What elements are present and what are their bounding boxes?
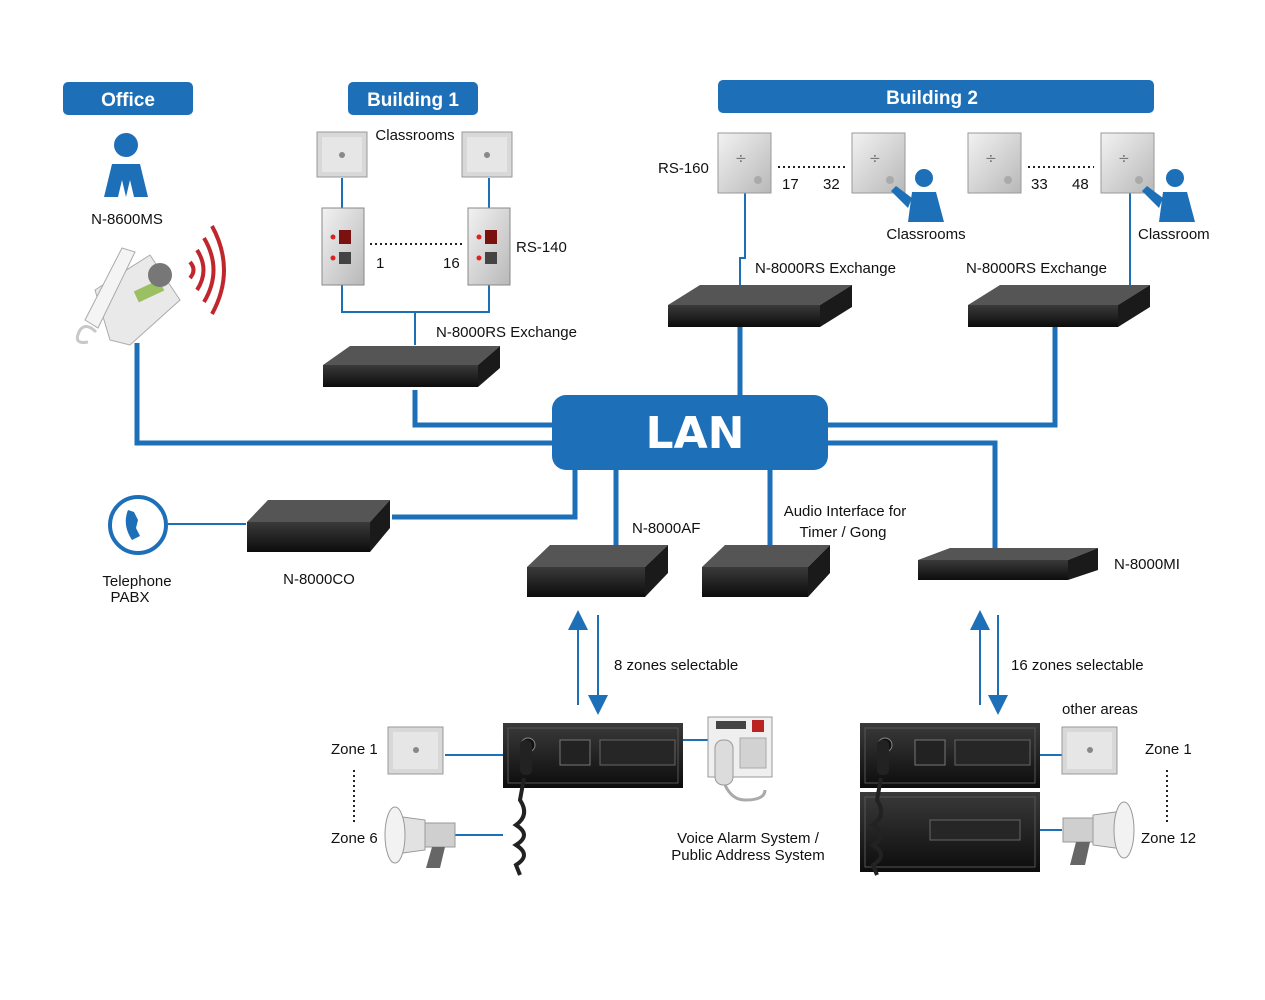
svg-text:÷: ÷ bbox=[735, 151, 747, 167]
vas-label-line2: Public Address System bbox=[671, 847, 824, 864]
svg-text:÷: ÷ bbox=[1118, 151, 1130, 167]
range-a-start: 17 bbox=[782, 176, 799, 193]
building2-header: Building 2 bbox=[718, 80, 1154, 113]
rs140-start: 1 bbox=[376, 255, 384, 272]
audio-interface-label-line2: Timer / Gong bbox=[800, 524, 887, 541]
master-station-icon bbox=[75, 247, 181, 346]
wiring bbox=[134, 178, 1131, 836]
audio-interface-icon bbox=[702, 545, 830, 597]
wireless-signal-icon bbox=[188, 225, 226, 315]
rs140-end: 16 bbox=[443, 255, 460, 272]
vas-label-line1: Voice Alarm System / bbox=[677, 830, 820, 847]
zones8-label: 8 zones selectable bbox=[614, 657, 738, 674]
speaker-icon bbox=[461, 131, 513, 178]
classrooms-b2a-label: Classrooms bbox=[886, 226, 965, 243]
n8000af-label: N-8000AF bbox=[632, 520, 700, 537]
n8000rs-exchange-b2a-icon bbox=[668, 285, 852, 327]
classrooms-b1-label: Classrooms bbox=[375, 127, 454, 144]
audio-interface-label-line1: Audio Interface for bbox=[784, 503, 907, 520]
bidirectional-arrow-icon bbox=[568, 610, 608, 715]
zone1-left-label: Zone 1 bbox=[331, 741, 378, 758]
speaker-icon bbox=[316, 131, 368, 178]
telephone-label-line1: Telephone bbox=[102, 573, 171, 590]
svg-text:÷: ÷ bbox=[985, 151, 997, 167]
building1-header-text: Building 1 bbox=[367, 90, 459, 111]
n8000af-icon bbox=[527, 545, 668, 597]
exchange-b2b-label: N-8000RS Exchange bbox=[966, 260, 1107, 277]
person-pointing-icon bbox=[1142, 169, 1195, 222]
emergency-microphone-icon bbox=[707, 716, 773, 802]
n8600ms-label: N-8600MS bbox=[91, 211, 163, 228]
speaker-icon bbox=[1061, 726, 1118, 775]
other-areas-label: other areas bbox=[1062, 701, 1138, 718]
classrooms-b2b-label: Classroom bbox=[1138, 226, 1210, 243]
rs160-label: RS-160 bbox=[658, 160, 709, 177]
bidirectional-arrow-icon bbox=[970, 610, 1008, 715]
person-pointing-icon bbox=[891, 169, 944, 222]
horn-speaker-icon bbox=[384, 806, 456, 868]
n8000mi-icon bbox=[918, 548, 1098, 580]
rs160-panel-icon: ÷ bbox=[851, 132, 906, 194]
zone6-left-label: Zone 6 bbox=[331, 830, 378, 847]
horn-speaker-icon bbox=[1062, 801, 1135, 865]
range-b-start: 33 bbox=[1031, 176, 1048, 193]
rs160-panel-icon: ÷ bbox=[967, 132, 1022, 194]
office-header-text: Office bbox=[101, 90, 155, 111]
exchange-b1-label: N-8000RS Exchange bbox=[436, 324, 577, 341]
zone12-right-label: Zone 12 bbox=[1141, 830, 1196, 847]
range-a-end: 32 bbox=[823, 176, 840, 193]
amplifier-icon bbox=[860, 723, 1040, 788]
microphone-icon bbox=[512, 740, 532, 876]
lan-hub: LAN bbox=[552, 395, 828, 470]
rs140-panel-icon bbox=[467, 207, 511, 286]
rs160-panel-icon: ÷ bbox=[717, 132, 772, 194]
n8000rs-exchange-b2b-icon bbox=[968, 285, 1150, 327]
telephone-label-line2: PABX bbox=[111, 589, 150, 606]
person-icon bbox=[104, 133, 148, 197]
range-b-end: 48 bbox=[1072, 176, 1089, 193]
zone1-right-label: Zone 1 bbox=[1145, 741, 1192, 758]
speaker-icon bbox=[387, 726, 444, 775]
zones16-label: 16 zones selectable bbox=[1011, 657, 1144, 674]
office-header: Office bbox=[63, 82, 193, 115]
n8000mi-label: N-8000MI bbox=[1114, 556, 1180, 573]
n8000rs-exchange-b1-icon bbox=[323, 346, 500, 387]
rs160-panel-icon: ÷ bbox=[1100, 132, 1155, 194]
n8000co-icon bbox=[247, 500, 390, 552]
rs140-label: RS-140 bbox=[516, 239, 567, 256]
exchange-b2a-label: N-8000RS Exchange bbox=[755, 260, 896, 277]
svg-text:÷: ÷ bbox=[869, 151, 881, 167]
building1-header: Building 1 bbox=[348, 82, 478, 115]
n8000co-label: N-8000CO bbox=[283, 571, 355, 588]
building2-header-text: Building 2 bbox=[886, 88, 978, 109]
rs140-panel-icon bbox=[321, 207, 365, 286]
lan-label: LAN bbox=[646, 408, 745, 459]
expansion-amplifier-icon bbox=[860, 792, 1040, 872]
microphone-icon bbox=[869, 740, 889, 876]
amplifier-icon bbox=[503, 723, 683, 788]
telephone-icon bbox=[108, 495, 168, 555]
